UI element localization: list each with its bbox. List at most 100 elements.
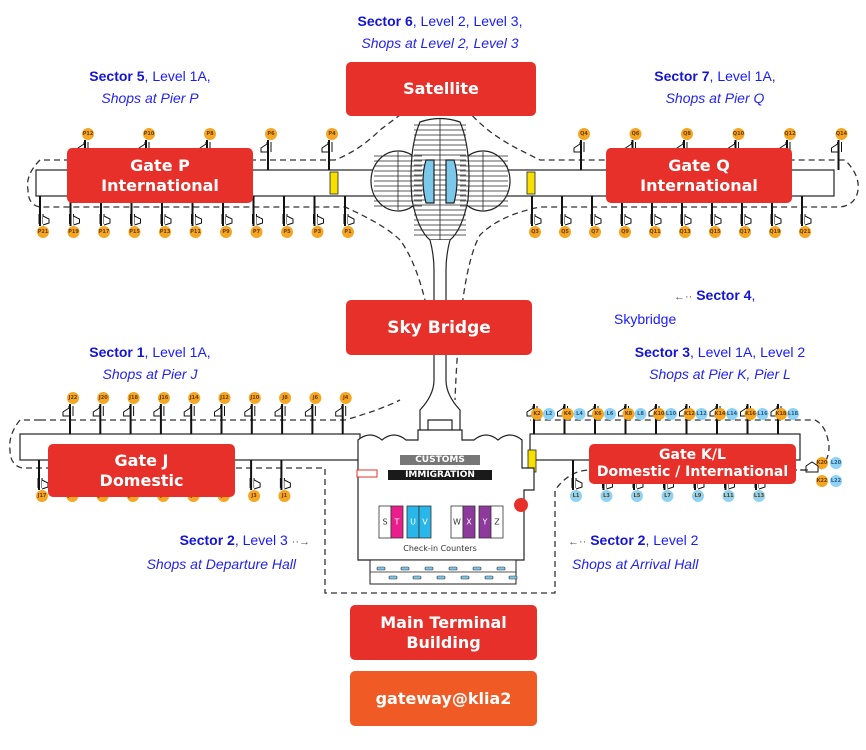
zone-main-terminal-line1: Main Terminal bbox=[380, 612, 507, 632]
gate-l12[interactable]: L12 bbox=[695, 408, 708, 420]
gate-k4[interactable]: K4 bbox=[561, 408, 574, 420]
gate-l3[interactable]: L3 bbox=[600, 490, 613, 502]
gate-q19[interactable]: Q19 bbox=[769, 226, 781, 238]
gate-k12[interactable]: K12 bbox=[683, 408, 696, 420]
counter-y[interactable]: Y bbox=[478, 505, 492, 539]
gate-p7[interactable]: P7 bbox=[250, 226, 263, 238]
jet-bridge bbox=[260, 140, 272, 170]
counter-s[interactable]: S bbox=[378, 505, 392, 539]
gate-k8[interactable]: K8 bbox=[622, 408, 635, 420]
gate-l9[interactable]: L9 bbox=[692, 490, 704, 502]
gate-l22[interactable]: L22 bbox=[830, 475, 842, 487]
gate-k2[interactable]: K2 bbox=[531, 408, 543, 420]
gate-q14[interactable]: Q14 bbox=[835, 128, 848, 140]
zone-gate-q[interactable]: Gate Q International bbox=[606, 148, 792, 203]
gate-j1[interactable]: J1 bbox=[278, 490, 291, 502]
gate-p8[interactable]: P8 bbox=[204, 128, 216, 140]
sector-5-name: Sector 5 bbox=[89, 68, 145, 84]
gate-j3[interactable]: J3 bbox=[248, 490, 261, 502]
gate-q6[interactable]: Q6 bbox=[629, 128, 642, 140]
gate-j20[interactable]: J20 bbox=[97, 392, 110, 404]
gate-p15[interactable]: P15 bbox=[128, 226, 141, 238]
gate-q17[interactable]: Q17 bbox=[739, 226, 751, 238]
gate-q12[interactable]: Q12 bbox=[784, 128, 796, 140]
gate-l5[interactable]: L5 bbox=[631, 490, 643, 502]
gate-j10[interactable]: J10 bbox=[248, 392, 261, 404]
gate-l16[interactable]: L16 bbox=[756, 408, 769, 420]
gate-l1[interactable]: L1 bbox=[570, 490, 582, 502]
gate-q15[interactable]: Q15 bbox=[709, 226, 721, 238]
gate-q21[interactable]: Q21 bbox=[799, 226, 811, 238]
zone-sky-bridge[interactable]: Sky Bridge bbox=[346, 300, 532, 355]
sector-3-label: Sector 3, Level 1A, Level 2 Shops at Pie… bbox=[600, 341, 840, 385]
gate-l14[interactable]: L14 bbox=[726, 408, 738, 420]
zone-gateway-klia2[interactable]: gateway@klia2 bbox=[350, 671, 537, 726]
gate-j17[interactable]: J17 bbox=[36, 490, 48, 502]
zone-satellite[interactable]: Satellite bbox=[346, 62, 536, 116]
zone-gate-j[interactable]: Gate J Domestic bbox=[48, 444, 235, 497]
gate-j8[interactable]: J8 bbox=[279, 392, 292, 404]
gate-l11[interactable]: L11 bbox=[722, 490, 735, 502]
gate-label: L1 bbox=[573, 493, 580, 499]
gate-p9[interactable]: P9 bbox=[220, 226, 232, 238]
gate-k20[interactable]: K20 bbox=[816, 457, 828, 469]
counter-t[interactable]: T bbox=[390, 505, 404, 539]
gate-j14[interactable]: J14 bbox=[188, 392, 201, 404]
gate-j4[interactable]: J4 bbox=[339, 392, 352, 404]
gate-q10[interactable]: Q10 bbox=[732, 128, 745, 140]
gate-k22[interactable]: K22 bbox=[816, 475, 828, 487]
zone-gate-p[interactable]: Gate P International bbox=[67, 148, 253, 203]
gate-p19[interactable]: P19 bbox=[67, 226, 80, 238]
gate-q4[interactable]: Q4 bbox=[578, 128, 590, 140]
counter-x[interactable]: X bbox=[462, 505, 476, 539]
zone-main-terminal[interactable]: Main Terminal Building bbox=[350, 605, 537, 660]
gate-p5[interactable]: P5 bbox=[281, 226, 293, 238]
gate-k10[interactable]: K10 bbox=[653, 408, 665, 420]
gate-l6[interactable]: L6 bbox=[604, 408, 616, 420]
gate-k6[interactable]: K6 bbox=[592, 408, 604, 420]
gate-l7[interactable]: L7 bbox=[661, 490, 674, 502]
gate-l18[interactable]: L18 bbox=[787, 408, 799, 420]
gate-l20[interactable]: L20 bbox=[830, 457, 842, 469]
gate-p4[interactable]: P4 bbox=[326, 128, 338, 140]
gate-p21[interactable]: P21 bbox=[37, 226, 49, 238]
gate-q9[interactable]: Q9 bbox=[619, 226, 631, 238]
gate-k14[interactable]: K14 bbox=[714, 408, 726, 420]
gate-p10[interactable]: P10 bbox=[143, 128, 155, 140]
gate-p17[interactable]: P17 bbox=[98, 226, 110, 238]
gate-p1[interactable]: P1 bbox=[342, 226, 354, 238]
gate-q11[interactable]: Q11 bbox=[649, 226, 661, 238]
zone-gate-kl[interactable]: Gate K/L Domestic / International bbox=[589, 444, 796, 484]
jet-bridge bbox=[37, 460, 49, 490]
gate-l10[interactable]: L10 bbox=[665, 408, 677, 420]
counter-u[interactable]: U bbox=[406, 505, 420, 539]
gate-j16[interactable]: J16 bbox=[157, 392, 170, 404]
gate-j22[interactable]: J22 bbox=[67, 392, 79, 404]
gate-k18[interactable]: K18 bbox=[775, 408, 787, 420]
gate-p11[interactable]: P11 bbox=[189, 226, 202, 238]
counter-w[interactable]: W bbox=[450, 505, 464, 539]
sector-2-departure-arrow: ··→ bbox=[291, 536, 310, 548]
gate-l8[interactable]: L8 bbox=[634, 408, 647, 420]
gate-k16[interactable]: K16 bbox=[744, 408, 757, 420]
gate-label: P3 bbox=[314, 229, 322, 235]
gate-l13[interactable]: L13 bbox=[753, 490, 765, 502]
counter-v[interactable]: V bbox=[418, 505, 432, 539]
counter-z[interactable]: Z bbox=[490, 505, 504, 539]
gate-l2[interactable]: L2 bbox=[543, 408, 555, 420]
gate-q7[interactable]: Q7 bbox=[589, 226, 601, 238]
gate-j12[interactable]: J12 bbox=[218, 392, 231, 404]
gate-p13[interactable]: P13 bbox=[159, 226, 171, 238]
gate-l4[interactable]: L4 bbox=[573, 408, 586, 420]
gate-p12[interactable]: P12 bbox=[82, 128, 94, 140]
gate-label: Q17 bbox=[739, 229, 751, 235]
gate-j6[interactable]: J6 bbox=[309, 392, 322, 404]
gate-q3[interactable]: Q3 bbox=[529, 226, 541, 238]
gate-label: J17 bbox=[37, 493, 47, 499]
gate-q5[interactable]: Q5 bbox=[559, 226, 571, 238]
gate-q8[interactable]: Q8 bbox=[681, 128, 693, 140]
gate-q13[interactable]: Q13 bbox=[679, 226, 691, 238]
gate-p6[interactable]: P6 bbox=[265, 128, 277, 140]
gate-p3[interactable]: P3 bbox=[311, 226, 324, 238]
gate-j18[interactable]: J18 bbox=[127, 392, 140, 404]
